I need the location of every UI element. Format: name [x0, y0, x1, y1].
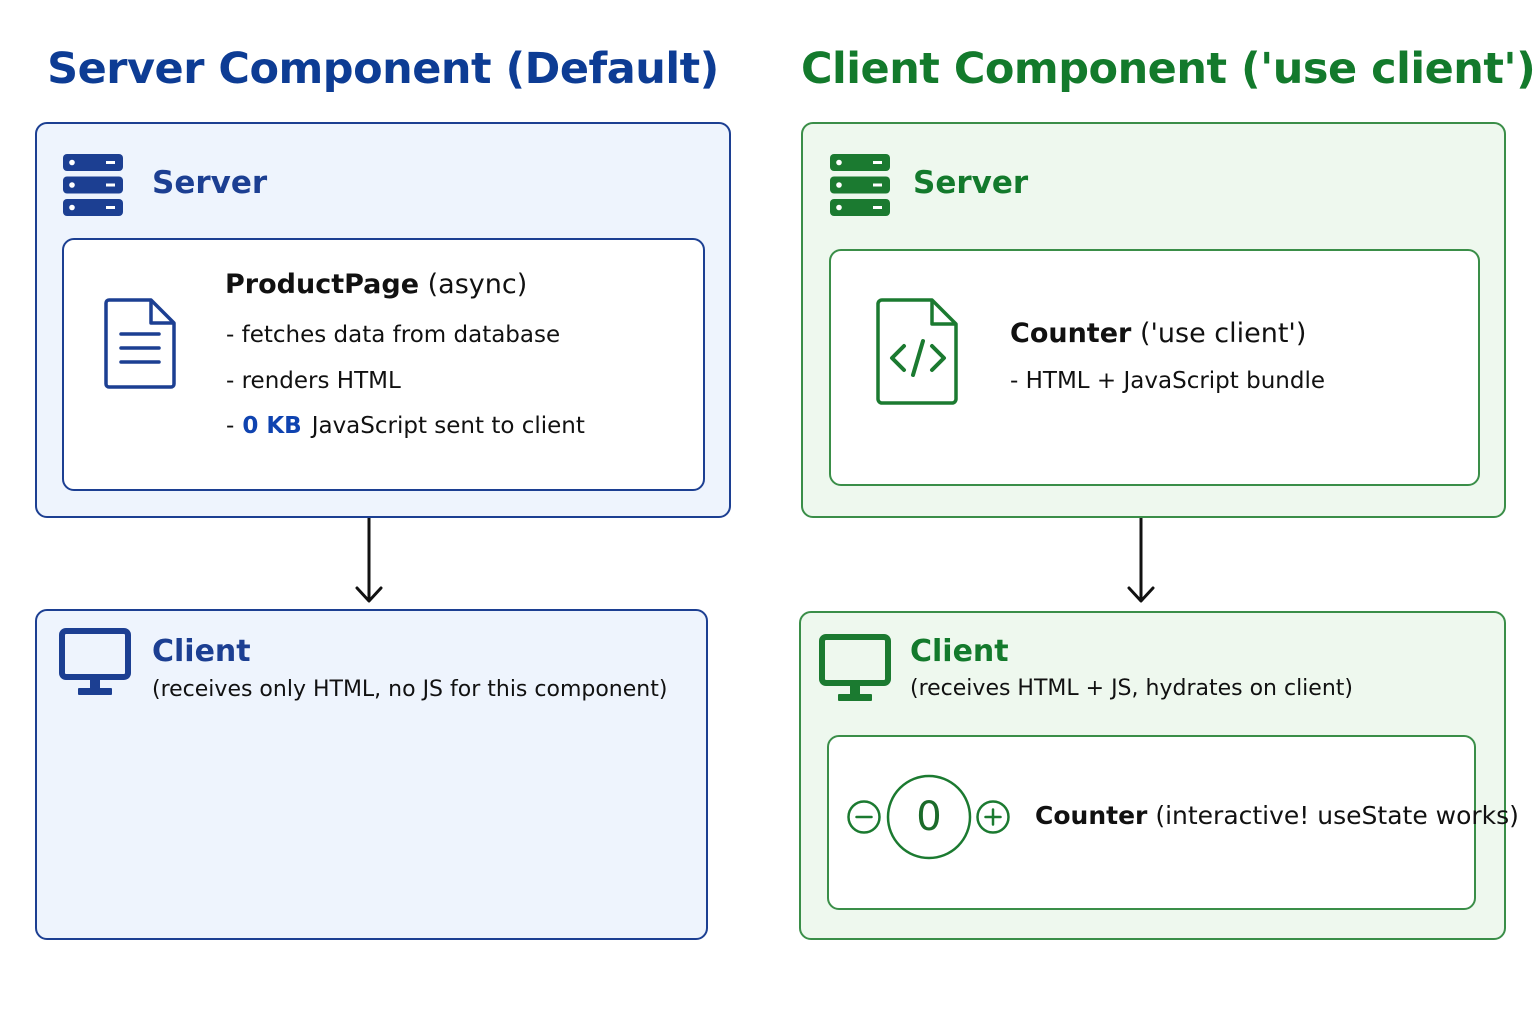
server-label-right: Server — [913, 165, 1029, 201]
js-sent-line: -0 KB JavaScript sent to client — [226, 413, 585, 439]
code-file-icon — [876, 298, 958, 405]
component-note: (async) — [427, 269, 528, 300]
counter-value: 0 — [916, 794, 942, 840]
counter-name: Counter — [1035, 801, 1148, 830]
monitor-icon — [819, 634, 891, 701]
component-name: Counter — [1010, 318, 1132, 349]
server-rack-icon — [63, 154, 123, 216]
zero-kb-highlight: 0 KB — [242, 413, 302, 439]
client-sub-left: (receives only HTML, no JS for this comp… — [152, 677, 668, 702]
renders-html-line: - renders HTML — [226, 368, 401, 394]
minus-button[interactable] — [846, 799, 882, 835]
plus-button[interactable] — [975, 799, 1011, 835]
counter-card-server — [829, 249, 1480, 486]
arrow-down-icon — [1127, 518, 1155, 603]
client-panel-left — [35, 609, 708, 940]
counter-note: (interactive! useState works) — [1155, 801, 1519, 830]
fetches-data-line: - fetches data from database — [226, 322, 561, 348]
client-label-left: Client — [152, 634, 251, 669]
arrow-down-icon — [355, 518, 383, 603]
html-js-bundle-line: - HTML + JavaScript bundle — [1010, 368, 1326, 394]
component-note: ('use client') — [1139, 318, 1307, 349]
client-component-title: Client Component ('use client') — [801, 44, 1536, 94]
counter-heading: Counter ('use client') — [1010, 318, 1306, 349]
server-rack-icon — [830, 154, 890, 216]
client-label-right: Client — [910, 634, 1009, 669]
server-label-left: Server — [152, 165, 268, 201]
interactive-counter-label: Counter (interactive! useState works) — [1035, 801, 1519, 830]
dash: - — [226, 413, 235, 439]
counter-value-circle — [886, 774, 972, 860]
client-sub-right: (receives HTML + JS, hydrates on client) — [910, 676, 1353, 701]
server-component-title: Server Component (Default) — [47, 44, 719, 94]
monitor-icon — [59, 628, 131, 695]
component-name: ProductPage — [225, 269, 420, 300]
document-icon — [104, 298, 176, 389]
js-sent-text: JavaScript sent to client — [311, 413, 585, 439]
product-page-heading: ProductPage (async) — [225, 269, 527, 300]
product-page-card — [62, 238, 705, 491]
